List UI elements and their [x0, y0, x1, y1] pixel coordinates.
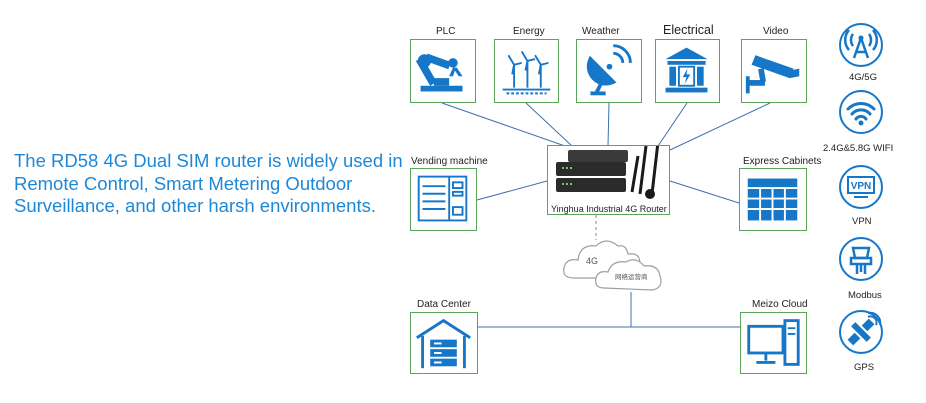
vending-label: Vending machine — [411, 156, 488, 167]
vending-box — [410, 168, 477, 231]
wind-turbine-icon — [502, 50, 551, 95]
datacenter-box — [410, 312, 478, 374]
vpn-icon: VPN — [839, 165, 883, 209]
computer-icon — [747, 319, 800, 366]
cloud-network-label: 4G — [586, 256, 599, 266]
svg-text:VPN: VPN — [851, 181, 872, 192]
satellite-dish-icon — [586, 44, 632, 96]
power-station-icon — [665, 47, 708, 93]
electrical-label: Electrical — [663, 23, 714, 37]
express-label: Express Cabinets — [743, 156, 822, 167]
feature-label: 4G/5G — [849, 72, 877, 83]
video-label: Video — [763, 26, 789, 37]
express-box — [739, 168, 807, 231]
wifi-icon — [839, 90, 883, 134]
plc-box — [410, 39, 476, 103]
router-label: Yinghua Industrial 4G Router — [551, 204, 667, 214]
video-box — [741, 39, 807, 103]
vending-machine-icon — [417, 175, 468, 222]
line-plc — [441, 102, 566, 147]
line-video — [669, 102, 771, 151]
antenna-signal-icon — [839, 23, 883, 67]
energy-box — [494, 39, 559, 103]
line-express — [669, 180, 740, 204]
cloud-operator-label: 网络运营商 — [615, 274, 648, 281]
intro-text: The RD58 4G Dual SIM router is widely us… — [14, 150, 403, 216]
security-camera-icon — [745, 55, 800, 94]
gps-satellite-icon — [839, 310, 883, 354]
weather-label: Weather — [582, 26, 620, 37]
feature-label: GPS — [854, 362, 875, 373]
energy-label: Energy — [513, 26, 545, 37]
meizo-box — [740, 312, 807, 374]
feature-label: 2.4G&5.8G WIFI — [823, 143, 894, 154]
line-electrical — [657, 102, 688, 147]
router-box — [547, 141, 670, 215]
datacenter-label: Data Center — [417, 299, 471, 310]
line-energy — [525, 102, 573, 147]
locker-cabinet-icon — [747, 178, 798, 221]
feature-label: Modbus — [848, 290, 882, 301]
cloud-icon — [563, 240, 662, 291]
electrical-box — [655, 39, 720, 103]
feature-label: VPN — [852, 216, 872, 227]
meizo-label: Meizo Cloud — [752, 299, 808, 310]
weather-box — [576, 39, 642, 103]
data-center-icon — [416, 318, 471, 369]
robot-arm-icon — [415, 53, 463, 92]
plc-label: PLC — [436, 26, 456, 37]
line-vending — [476, 180, 548, 201]
router-icon — [556, 141, 660, 199]
modbus-connector-icon — [839, 237, 883, 281]
line-weather — [607, 102, 610, 147]
